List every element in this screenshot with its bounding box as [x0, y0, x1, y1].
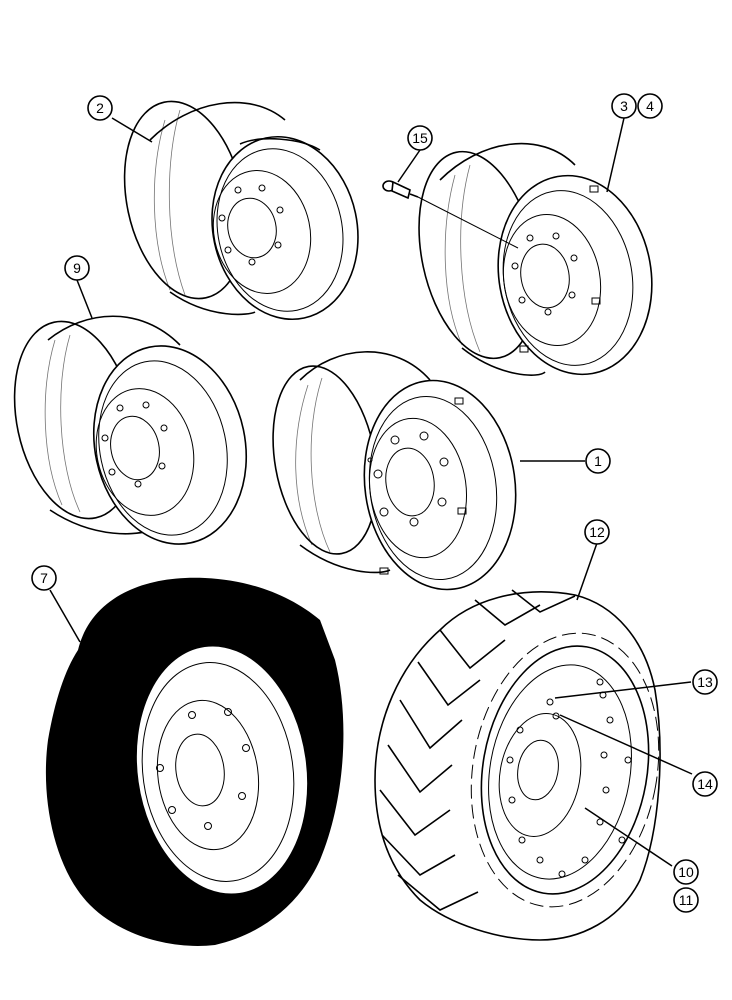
tire-and-wheel-7[interactable] [45, 577, 344, 946]
callout-2-label: 2 [96, 100, 104, 116]
callout-3: 3 [611, 93, 637, 119]
callout-7: 7 [31, 565, 57, 591]
callout-9: 9 [64, 255, 90, 281]
callout-13: 13 [692, 669, 718, 695]
callout-14: 14 [692, 771, 718, 797]
callout-13-label: 13 [697, 674, 713, 690]
wheel-rim-1[interactable] [259, 351, 529, 600]
callout-10-label: 10 [678, 864, 694, 880]
callout-7-label: 7 [40, 570, 48, 586]
callout-4: 4 [637, 93, 663, 119]
wheel-rim-2[interactable] [107, 90, 374, 333]
wheel-rim-3-4[interactable] [401, 141, 667, 387]
callout-3-label: 3 [620, 98, 628, 114]
wheel-rim-9[interactable] [0, 310, 264, 558]
callout-2: 2 [87, 95, 113, 121]
callout-12: 12 [584, 519, 610, 545]
callout-15: 15 [407, 125, 433, 151]
callout-11-label: 11 [679, 892, 694, 908]
callout-1-label: 1 [594, 453, 602, 469]
leader-lines [49, 117, 693, 867]
callout-10: 10 [673, 859, 699, 885]
callout-4-label: 4 [646, 98, 654, 114]
callout-12-label: 12 [589, 524, 605, 540]
callout-11: 11 [673, 887, 699, 913]
callout-9-label: 9 [73, 260, 81, 276]
callout-14-label: 14 [697, 776, 713, 792]
solid-tire-assembly-10-11-12[interactable] [374, 589, 680, 941]
callout-15-label: 15 [412, 130, 428, 146]
valve-stem-15[interactable] [382, 180, 519, 249]
callout-1: 1 [585, 448, 611, 474]
